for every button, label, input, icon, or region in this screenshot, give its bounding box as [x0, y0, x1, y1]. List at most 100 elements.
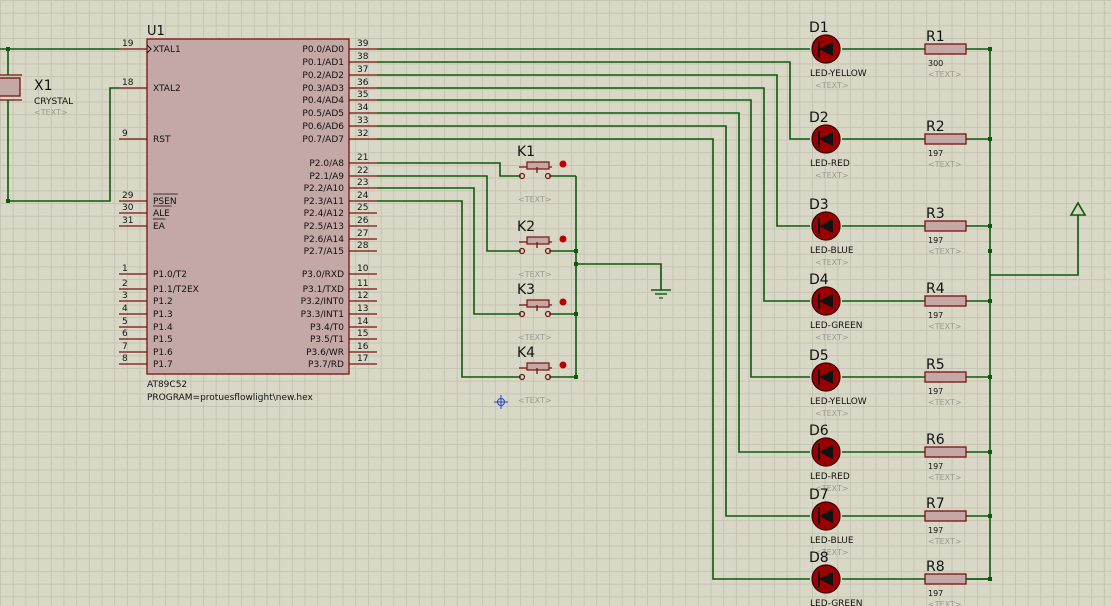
- button-k3[interactable]: K3<TEXT>: [517, 282, 567, 342]
- pin-number: 12: [357, 291, 368, 301]
- pin-name: P2.7/A15: [304, 247, 344, 257]
- mcu-pin-left[interactable]: 2P1.1/T2EX: [119, 279, 199, 295]
- wire-p2-0[interactable]: [377, 162, 521, 177]
- wire-p2-3[interactable]: [377, 200, 521, 378]
- pin-name: P0.1/AD1: [302, 58, 344, 68]
- wire-vcc-bus[interactable]: [966, 49, 991, 580]
- resistor-body[interactable]: [924, 133, 967, 145]
- resistor-body[interactable]: [924, 43, 967, 55]
- mcu-at89c52[interactable]: U1AT89C52PROGRAM=protuesflowlight\new.he…: [119, 24, 377, 403]
- button-text: <TEXT>: [518, 333, 552, 342]
- mcu-pin-left[interactable]: 1P1.0/T2: [119, 264, 187, 280]
- button-k4[interactable]: K4<TEXT>: [517, 345, 567, 405]
- mcu-body[interactable]: [146, 38, 350, 375]
- wire-p2-2[interactable]: [377, 187, 521, 315]
- resistor-body[interactable]: [924, 573, 967, 585]
- pin-number: 34: [357, 103, 369, 113]
- mcu-pin-left[interactable]: 8P1.7: [119, 354, 173, 370]
- pin-number: 17: [357, 354, 368, 364]
- pin-number: 23: [357, 178, 368, 188]
- pin-name: P3.2/INT0: [301, 297, 345, 307]
- button-k1[interactable]: K1<TEXT>: [517, 144, 567, 204]
- mcu-pin-left[interactable]: 6P1.5: [119, 329, 173, 345]
- wire-p0-2[interactable]: [377, 74, 810, 227]
- led-ref: D2: [809, 110, 829, 126]
- wire-p0-7[interactable]: [377, 138, 810, 580]
- pin-number: 22: [357, 166, 368, 176]
- mcu-pin-left[interactable]: 7P1.6: [119, 342, 173, 358]
- mcu-pin-left[interactable]: 3P1.2: [119, 291, 173, 307]
- resistor-body[interactable]: [924, 295, 967, 307]
- led-type: LED-RED: [810, 472, 850, 482]
- mcu-pin-left[interactable]: 5P1.4: [119, 317, 173, 333]
- wire-xtal2[interactable]: [7, 87, 119, 202]
- resistor-body[interactable]: [924, 220, 967, 232]
- wire-vcc[interactable]: [990, 215, 1079, 276]
- diode-icon: [819, 370, 833, 384]
- resistor-body[interactable]: [924, 371, 967, 383]
- resistor-body[interactable]: [924, 446, 967, 458]
- wire-p0-3[interactable]: [377, 87, 810, 302]
- button-k2[interactable]: K2<TEXT>: [517, 219, 567, 279]
- resistor-body[interactable]: [924, 510, 967, 522]
- wire-p0-4[interactable]: [377, 99, 810, 378]
- wire-gnd[interactable]: [576, 263, 662, 290]
- pin-name: P0.7/AD7: [302, 135, 344, 145]
- mcu-pin-left[interactable]: 4P1.3: [119, 304, 173, 320]
- wire-p2-1[interactable]: [377, 175, 521, 252]
- clock-pin-marker: [146, 44, 152, 54]
- wire-p0-5[interactable]: [377, 112, 810, 453]
- wire-p0-1[interactable]: [377, 61, 810, 140]
- wire-p0-6[interactable]: [377, 125, 810, 517]
